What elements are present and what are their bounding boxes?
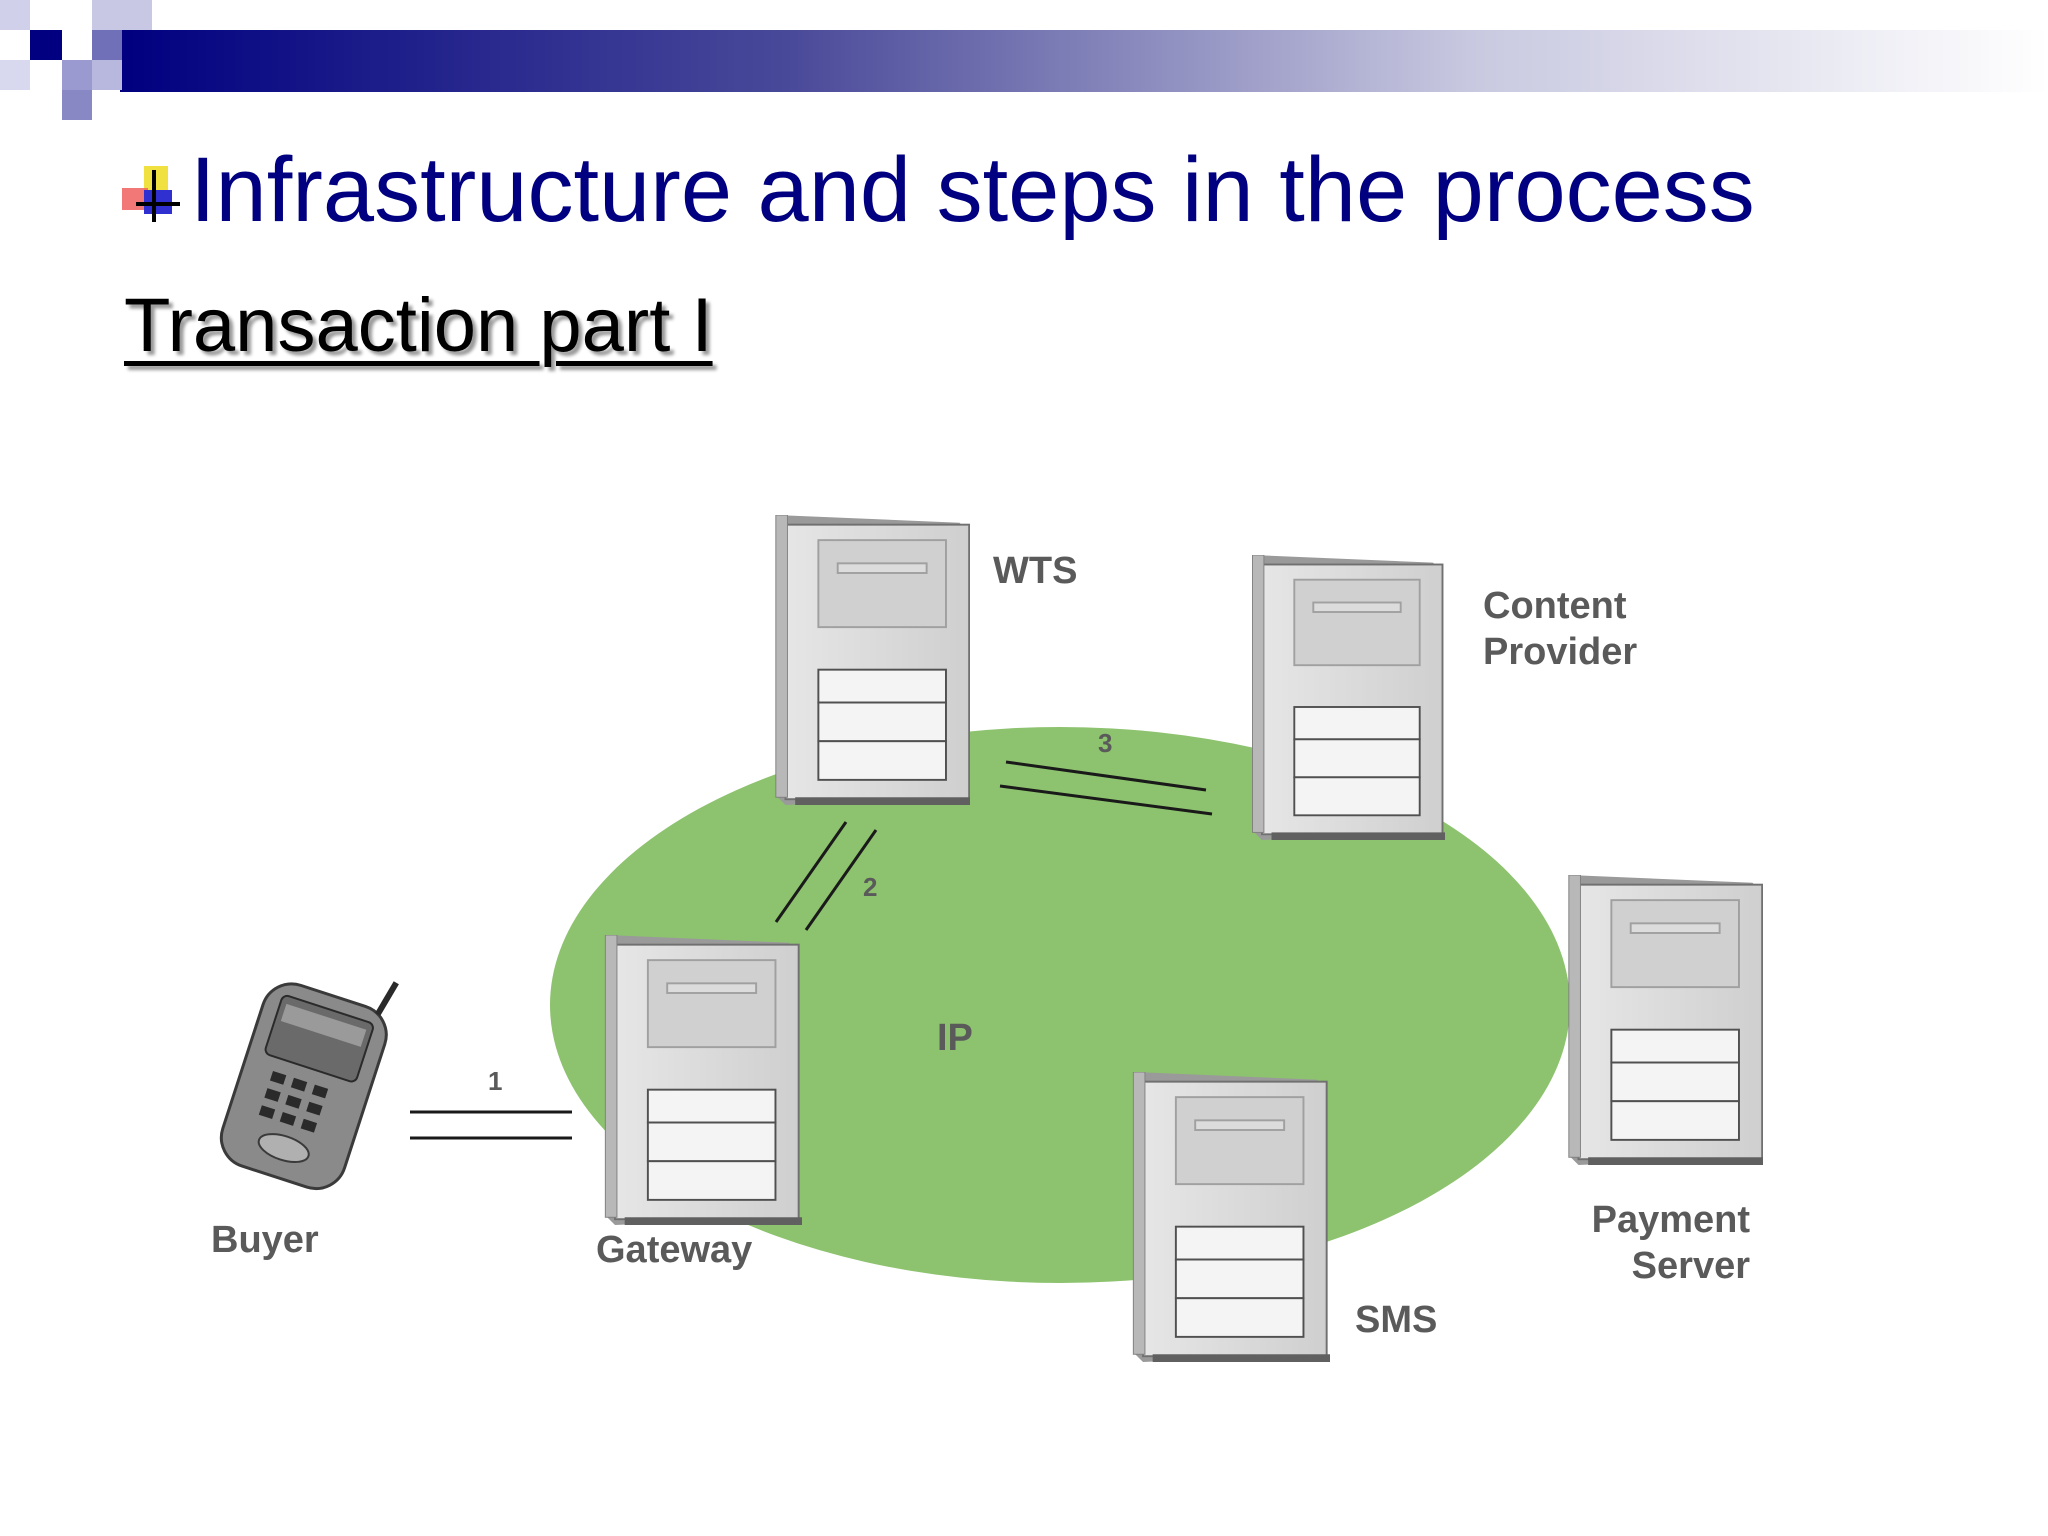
content-provider-server-icon [1251, 555, 1445, 840]
slide-title: Infrastructure and steps in the process [190, 139, 1755, 241]
header-decoration [0, 0, 2048, 120]
content-provider-label-2: Provider [1483, 631, 1637, 673]
link-2-label: 2 [863, 872, 877, 902]
link-1-label: 1 [488, 1066, 502, 1096]
link-3-label: 3 [1098, 728, 1112, 758]
wts-server-icon [775, 515, 970, 805]
gateway-label: Gateway [596, 1229, 752, 1271]
payment-server-label-1: Payment [1592, 1199, 1751, 1241]
slide-subtitle: Transaction part I [124, 283, 713, 368]
bullet-icon [122, 166, 180, 222]
sms-server-icon [1132, 1072, 1330, 1362]
buyer-phone-icon [219, 981, 399, 1191]
link-1 [410, 1110, 572, 1140]
link-3 [999, 760, 1213, 816]
gateway-server-icon [604, 935, 802, 1225]
wts-label: WTS [993, 550, 1077, 592]
payment-server-icon [1568, 875, 1763, 1165]
payment-server-label-2: Server [1632, 1245, 1751, 1287]
link-2 [774, 821, 878, 931]
buyer-label: Buyer [211, 1219, 319, 1261]
sms-label: SMS [1355, 1299, 1437, 1341]
content-provider-label-1: Content [1483, 585, 1627, 627]
ip-network-label: IP [937, 1017, 973, 1059]
